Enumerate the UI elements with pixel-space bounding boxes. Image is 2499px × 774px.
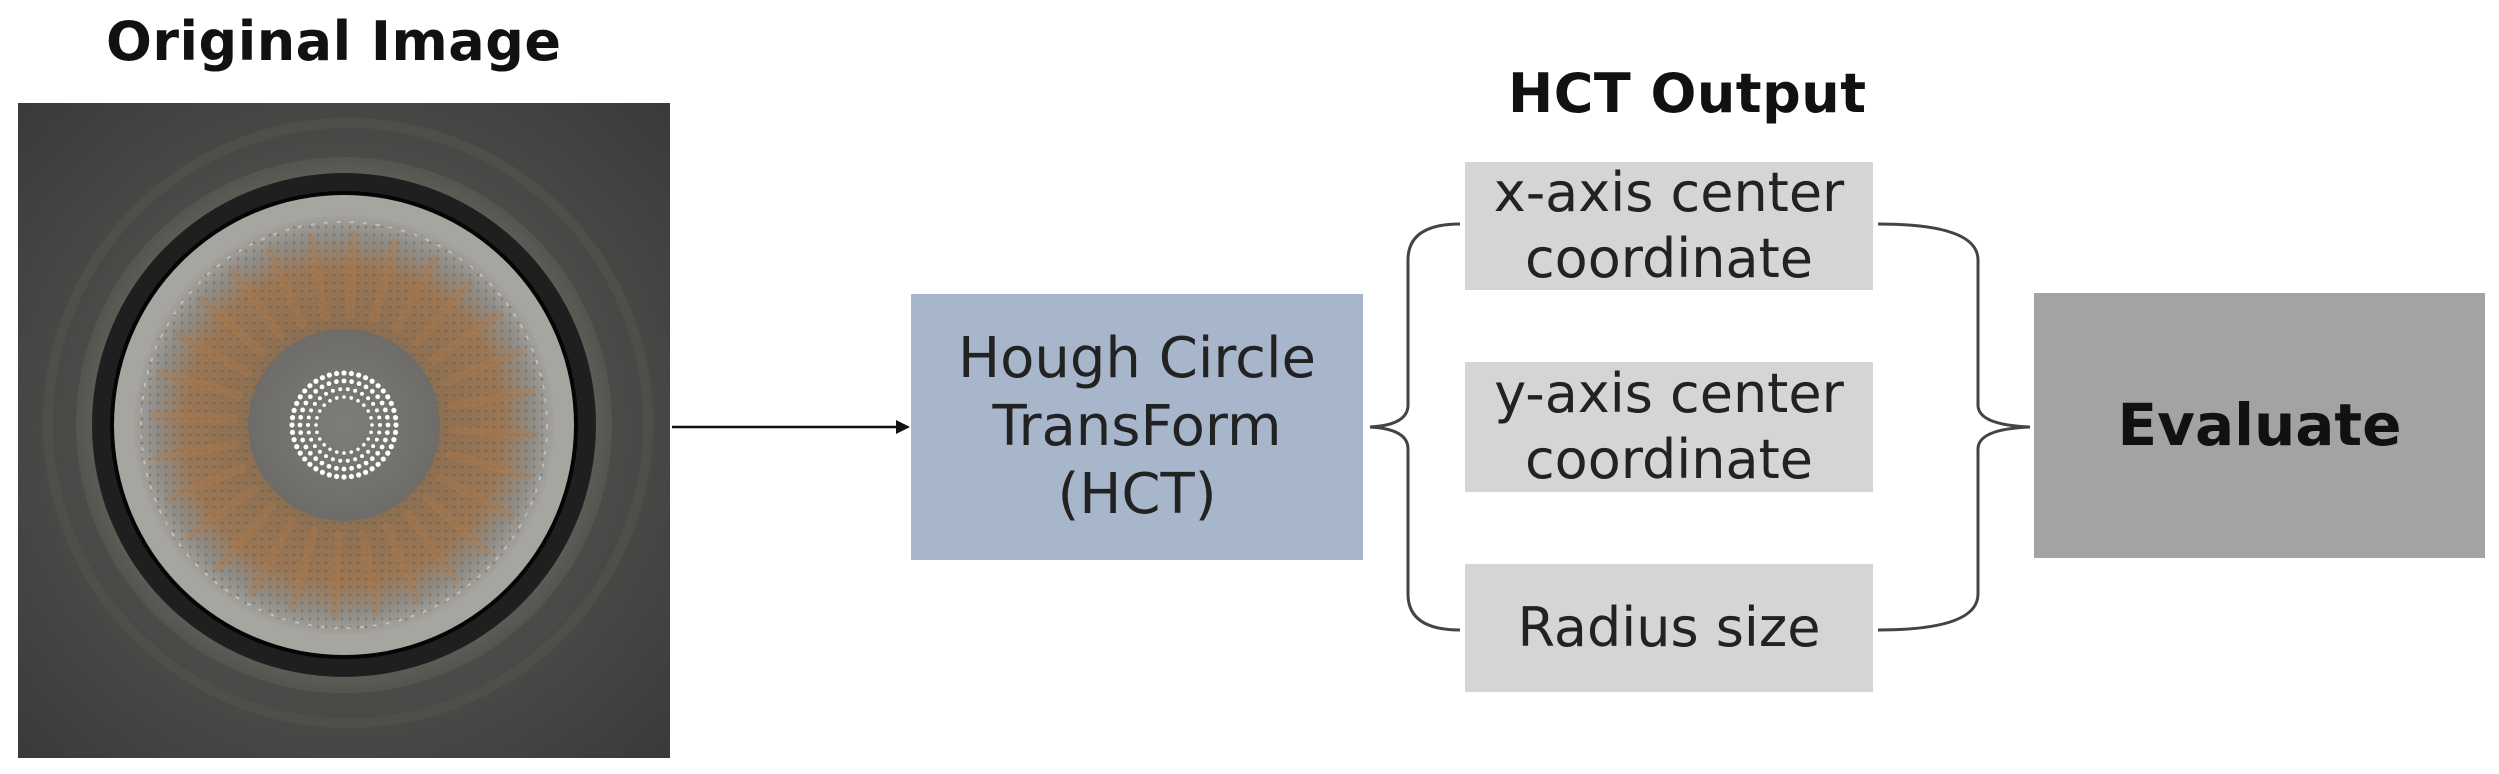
evaluate-box: Evaluate	[2034, 293, 2485, 558]
hct-output-title: HCT Output	[1508, 62, 1867, 125]
hough-circle-transform-box: Hough Circle TransForm (HCT)	[911, 294, 1363, 560]
original-image-title: Original Image	[106, 10, 562, 73]
left-brace	[1369, 222, 1461, 632]
output-radius-box: Radius size	[1465, 564, 1873, 692]
output-x-center-box: x-axis center coordinate	[1465, 161, 1873, 290]
output-y-center-box: y-axis center coordinate	[1465, 362, 1873, 492]
contact-lens-photo	[18, 103, 670, 758]
right-brace	[1877, 222, 2031, 632]
